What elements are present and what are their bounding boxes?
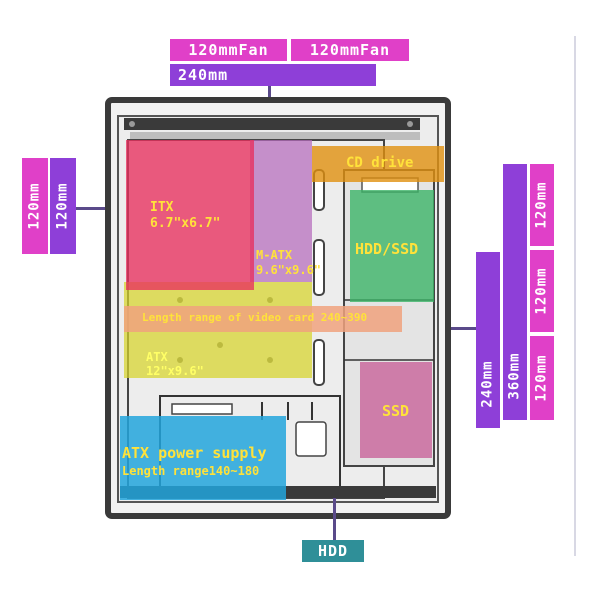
top-fan-tag-2: 120mmFan bbox=[291, 39, 409, 61]
zone-cd-drive bbox=[312, 146, 444, 182]
left-tag-120mm-pink: 120mm bbox=[22, 158, 48, 254]
video-card-label: Length range of video card 240~390 bbox=[142, 311, 368, 324]
atx-title: ATX bbox=[146, 350, 168, 364]
zone-matx bbox=[250, 140, 312, 282]
right-tag-120mm-top: 120mm bbox=[530, 164, 554, 246]
ssd-label: SSD bbox=[382, 402, 410, 420]
bottom-hdd-tag: HDD bbox=[302, 540, 364, 562]
right-tag-240mm: 240mm bbox=[476, 252, 500, 428]
zone-itx bbox=[126, 140, 254, 290]
right-divider bbox=[574, 36, 576, 556]
right-tag-120mm-bottom: 120mm bbox=[530, 336, 554, 420]
left-connector-line bbox=[76, 207, 122, 210]
psu-title: ATX power supply bbox=[122, 444, 267, 462]
right-tag-120mm-mid: 120mm bbox=[530, 250, 554, 332]
zone-ssd bbox=[360, 362, 432, 458]
itx-size: 6.7"x6.7" bbox=[150, 216, 221, 231]
top-fan-tag-1: 120mmFan bbox=[170, 39, 287, 61]
zone-video-card bbox=[124, 306, 402, 332]
hdd-ssd-label: HDD/SSD bbox=[355, 240, 419, 258]
left-tag-120mm-purple: 120mm bbox=[50, 158, 76, 254]
top-radiator-tag: 240mm bbox=[170, 64, 376, 86]
cd-drive-label: CD drive bbox=[346, 155, 414, 171]
atx-size: 12"x9.6" bbox=[146, 364, 204, 378]
matx-size: 9.6"x9.6" bbox=[256, 263, 322, 277]
psu-length: Length range140~180 bbox=[122, 464, 260, 478]
zone-psu bbox=[120, 416, 286, 500]
right-tag-360mm: 360mm bbox=[503, 164, 527, 420]
zone-hdd-ssd bbox=[350, 190, 434, 302]
itx-title: ITX bbox=[150, 200, 174, 215]
matx-title: M-ATX bbox=[256, 248, 293, 262]
